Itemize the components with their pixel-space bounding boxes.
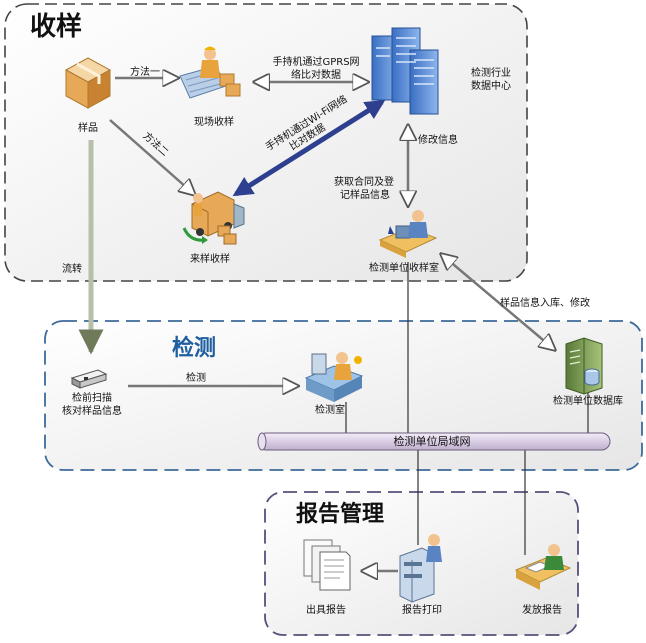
lan-label: 检测单位局域网 [393, 435, 471, 448]
dispatch-desk-icon [514, 544, 572, 590]
package-icon [64, 57, 112, 109]
worker-clipboard-icon [179, 46, 241, 99]
node-datacenter-label-1: 检测行业 [471, 68, 511, 79]
section-title-receiving: 收样 [30, 12, 83, 42]
node-database-label: 检测单位数据库 [553, 396, 623, 407]
lan-pipe [257, 432, 611, 451]
edge-wifi [232, 99, 386, 197]
node-print-report-label: 报告打印 [402, 605, 442, 616]
edge-label-db-entry: 样品信息入库、修改 [500, 298, 590, 309]
edge-db-entry [441, 254, 555, 350]
edge-label-contract-1: 获取合同及登 [334, 177, 394, 188]
node-prescan-label-1: 检前扫描 [72, 393, 112, 404]
edge-label-gprs-1: 手持机通过GPRS网 [272, 57, 360, 68]
edge-method2 [109, 119, 195, 195]
node-delivery-label: 来样收样 [190, 254, 230, 265]
section-title-testing: 检测 [172, 336, 217, 361]
delivery-truck-icon [182, 191, 245, 245]
reception-desk-icon [378, 210, 438, 258]
node-sample-label: 样品 [78, 123, 98, 134]
edge-label-modify: 修改信息 [418, 135, 458, 146]
edge-label-contract-2: 记样品信息 [340, 190, 390, 201]
node-dispatch-report-label: 发放报告 [522, 605, 562, 616]
section-title-report: 报告管理 [296, 502, 385, 527]
printer-icon [399, 534, 442, 603]
connection-lines [78, 78, 589, 571]
node-issue-report-label: 出具报告 [306, 605, 346, 616]
laboratory-icon [304, 352, 364, 402]
node-onsite-label: 现场收样 [194, 117, 234, 128]
node-reception-label: 检测单位收样室 [369, 263, 439, 274]
edge-label-detect: 检测 [186, 373, 206, 384]
node-lab-label: 检测室 [315, 405, 345, 416]
edge-label-transfer: 流转 [62, 264, 82, 275]
node-prescan-label-2: 核对样品信息 [62, 406, 122, 417]
server-rack-icon [371, 27, 439, 115]
edge-label-gprs-2: 络比对数据 [291, 70, 341, 81]
edge-label-method1: 方法一 [130, 67, 160, 78]
documents-icon [303, 539, 351, 591]
scanner-icon [70, 369, 108, 389]
node-datacenter-label-2: 数据中心 [471, 81, 511, 92]
database-server-icon [565, 337, 603, 395]
